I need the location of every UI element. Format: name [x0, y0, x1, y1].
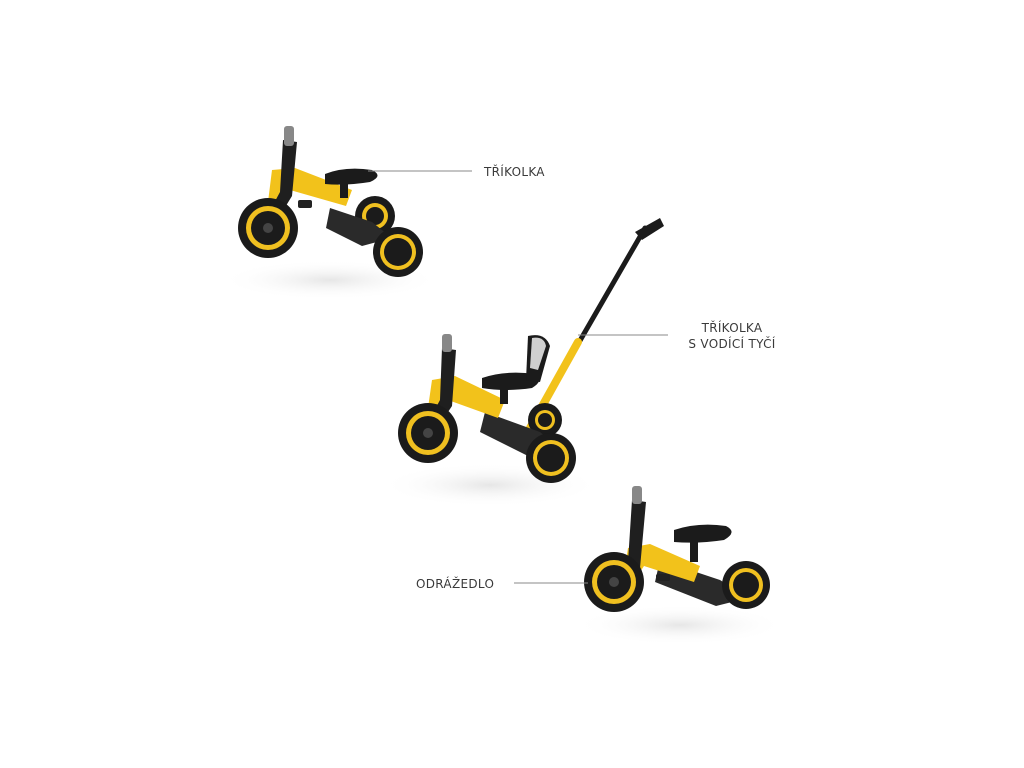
tricycle-with-handle-label-line2: S VODÍCÍ TYČÍ: [688, 337, 776, 351]
tricycle-label: TŘÍKOLKA: [484, 164, 545, 180]
balance-bike-image: [575, 486, 785, 645]
tricycle-with-handle-image: [380, 218, 664, 507]
tricycle-with-handle-label: TŘÍKOLKA S VODÍCÍ TYČÍ: [672, 320, 792, 352]
balance-bike-label-text: ODRÁŽEDLO: [416, 577, 495, 591]
balance-bike-label: ODRÁŽEDLO: [416, 576, 494, 592]
tricycle-with-handle-label-line1: TŘÍKOLKA: [701, 321, 763, 335]
tricycle-image: [220, 126, 440, 300]
tricycle-label-text: TŘÍKOLKA: [484, 165, 545, 179]
